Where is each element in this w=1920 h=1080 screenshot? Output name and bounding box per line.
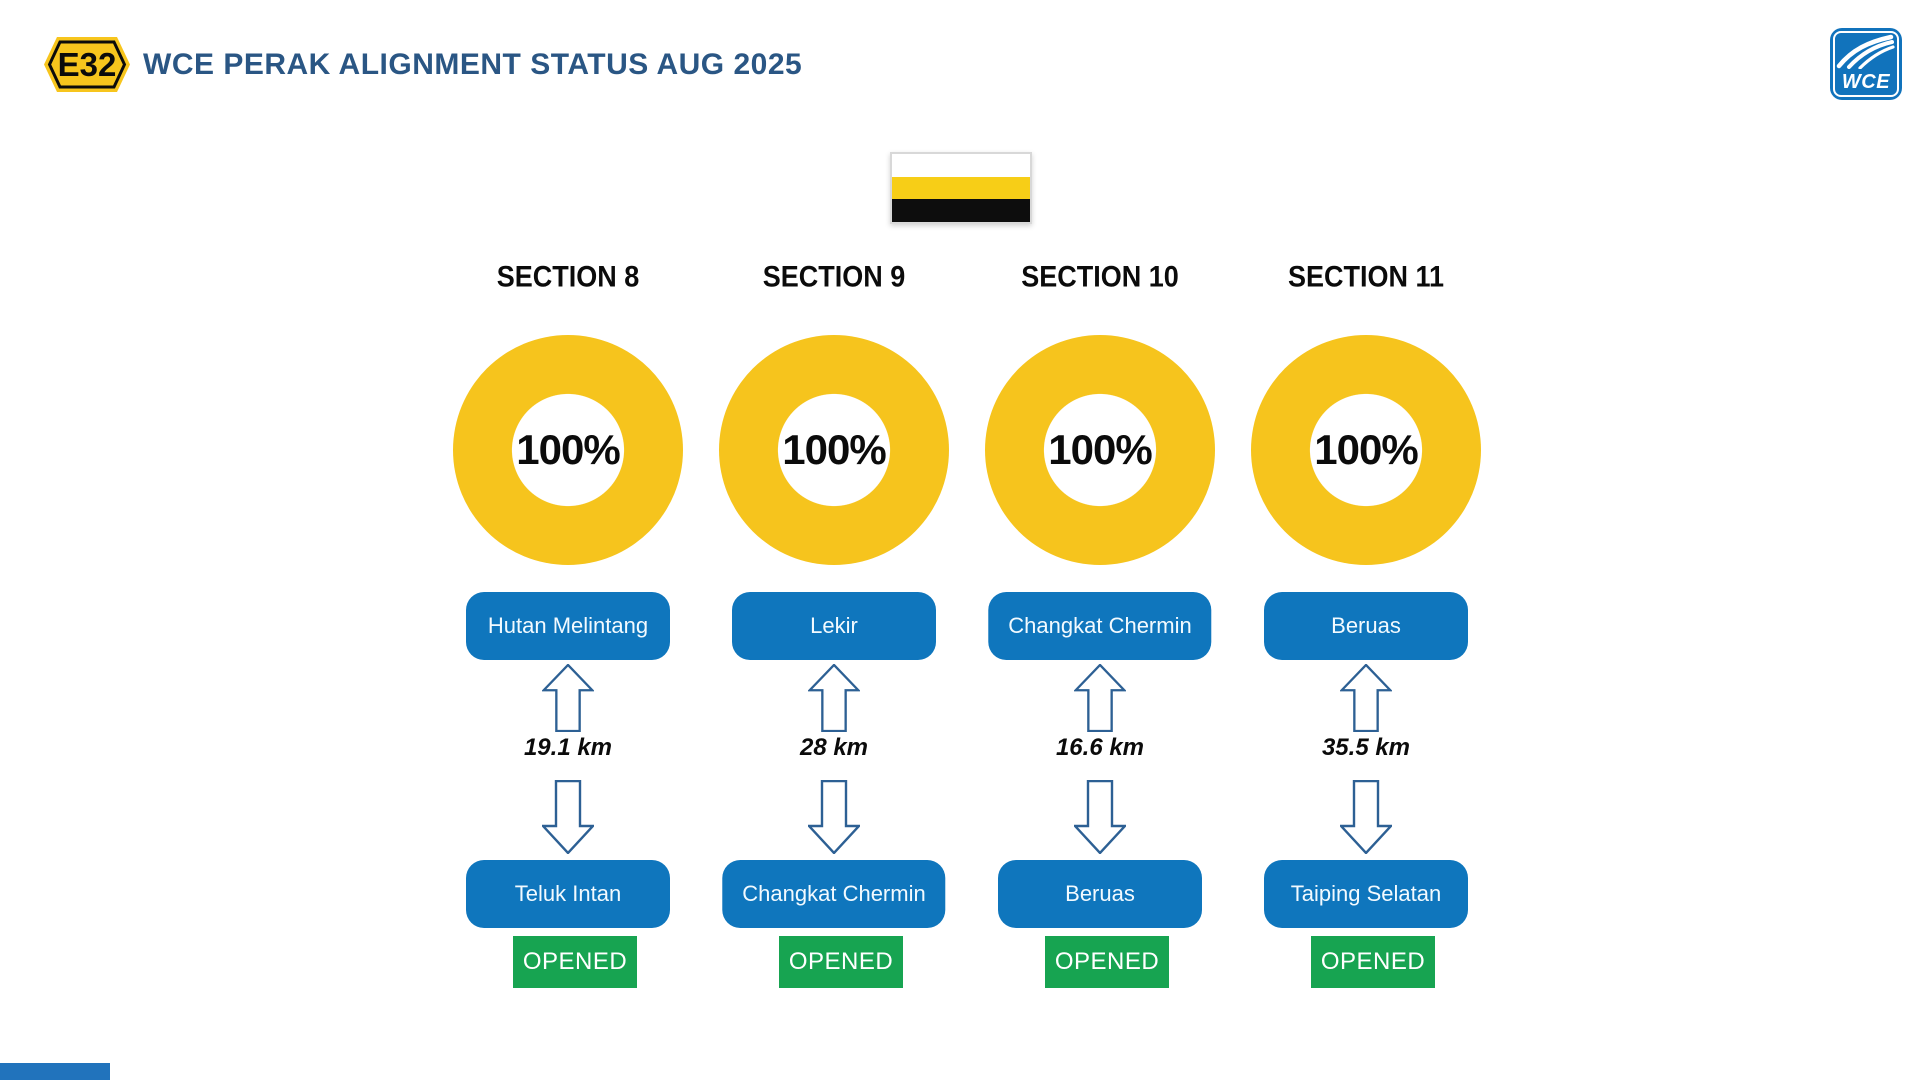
station-box-bottom: Teluk Intan <box>466 860 670 928</box>
station-box-top: Lekir <box>732 592 936 660</box>
progress-donut: 100% <box>453 335 683 565</box>
flag-stripe-yellow <box>892 176 1030 200</box>
up-arrow-icon <box>808 664 860 732</box>
down-arrow-icon <box>542 780 594 854</box>
section-column-10: SECTION 10 100% Changkat Chermin 16.6 km… <box>967 255 1233 1000</box>
up-arrow-icon <box>1340 664 1392 732</box>
bottom-left-accent-bar <box>0 1063 110 1080</box>
section-title: SECTION 9 <box>762 260 906 294</box>
up-arrow-icon <box>1074 664 1126 732</box>
down-arrow-icon <box>1074 780 1126 854</box>
down-arrow-icon <box>1340 780 1392 854</box>
wce-logo-border <box>1833 31 1899 97</box>
page-title: WCE PERAK ALIGNMENT STATUS AUG 2025 <box>143 47 803 81</box>
station-box-bottom: Beruas <box>998 860 1202 928</box>
section-column-9: SECTION 9 100% Lekir 28 km Changkat Cher… <box>701 255 967 1000</box>
flag-stripe-white <box>892 154 1030 177</box>
section-title: SECTION 8 <box>496 260 640 294</box>
station-box-top: Beruas <box>1264 592 1468 660</box>
status-badge: OPENED <box>513 936 637 988</box>
station-box-bottom: Taiping Selatan <box>1264 860 1468 928</box>
station-box-bottom: Changkat Chermin <box>722 860 946 928</box>
progress-donut: 100% <box>985 335 1215 565</box>
section-distance: 35.5 km <box>1321 734 1411 761</box>
section-distance: 16.6 km <box>1055 734 1145 761</box>
section-title: SECTION 11 <box>1287 260 1445 294</box>
status-badge: OPENED <box>1311 936 1435 988</box>
status-badge: OPENED <box>1045 936 1169 988</box>
progress-donut: 100% <box>719 335 949 565</box>
section-title: SECTION 10 <box>1021 260 1179 294</box>
header: E32 WCE PERAK ALIGNMENT STATUS AUG 2025 <box>43 36 802 93</box>
station-box-top: Changkat Chermin <box>988 592 1212 660</box>
wce-logo-label: WCE <box>1841 71 1891 93</box>
wce-logo: WCE <box>1830 28 1902 100</box>
progress-value: 100% <box>782 426 886 473</box>
progress-value: 100% <box>1048 426 1152 473</box>
station-box-top: Hutan Melintang <box>466 592 670 660</box>
status-badge: OPENED <box>779 936 903 988</box>
section-column-11: SECTION 11 100% Beruas 35.5 km Taiping S… <box>1233 255 1499 1000</box>
section-distance: 28 km <box>799 734 869 761</box>
e32-route-shield-icon: E32 <box>44 37 130 92</box>
route-badge-label: E32 <box>58 46 117 83</box>
progress-value: 100% <box>1314 426 1418 473</box>
section-column-8: SECTION 8 100% Hutan Melintang 19.1 km T… <box>435 255 701 1000</box>
perak-flag-icon <box>890 152 1032 224</box>
flag-stripe-black <box>892 199 1030 223</box>
up-arrow-icon <box>542 664 594 732</box>
wce-logo-swoosh-icon <box>1836 34 1895 69</box>
progress-value: 100% <box>516 426 620 473</box>
down-arrow-icon <box>808 780 860 854</box>
section-distance: 19.1 km <box>523 734 613 761</box>
progress-donut: 100% <box>1251 335 1481 565</box>
